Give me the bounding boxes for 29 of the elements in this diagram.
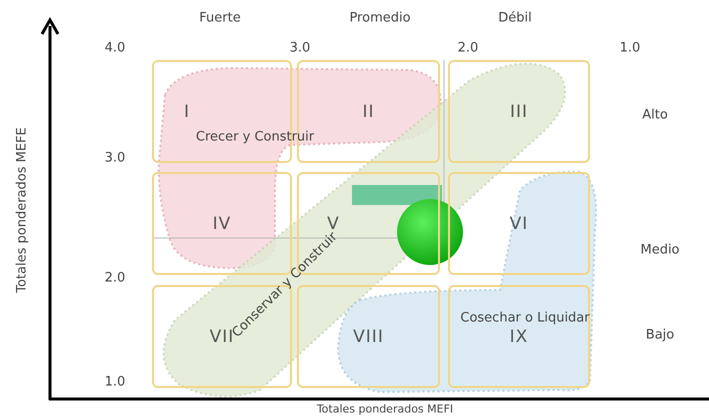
cell-numeral: IX: [510, 326, 528, 346]
label: Totales ponderados MEFI: [316, 402, 454, 416]
cell-numeral: VI: [510, 214, 528, 234]
cell-numeral: V: [327, 214, 340, 234]
matrix-cell: [448, 60, 590, 163]
label: 2.0: [458, 40, 478, 56]
label: Medio: [640, 242, 680, 258]
label: Totales ponderados MEFE: [14, 127, 30, 293]
label: 1.0: [104, 374, 126, 390]
matrix-cell: [297, 285, 440, 388]
label: Fuerte: [199, 10, 241, 26]
cell-numeral: II: [362, 102, 375, 122]
label: 3.0: [104, 150, 126, 166]
label: Crecer y Construir: [196, 130, 314, 144]
label: Promedio: [349, 10, 411, 26]
label: 1.0: [620, 40, 640, 56]
label: 3.0: [290, 40, 310, 56]
matrix-cell: [448, 172, 590, 275]
matrix-cell: [448, 285, 590, 388]
matrix-cell: [152, 172, 292, 275]
cell-numeral: I: [184, 102, 190, 122]
label: Débil: [498, 10, 532, 26]
cell-numeral: IV: [212, 214, 232, 234]
label: 4.0: [104, 40, 126, 56]
cell-numeral: VIII: [353, 326, 384, 346]
label: Bajo: [646, 328, 674, 342]
label: Alto: [642, 108, 668, 122]
label: 2.0: [104, 270, 126, 286]
cell-numeral: III: [510, 102, 528, 122]
